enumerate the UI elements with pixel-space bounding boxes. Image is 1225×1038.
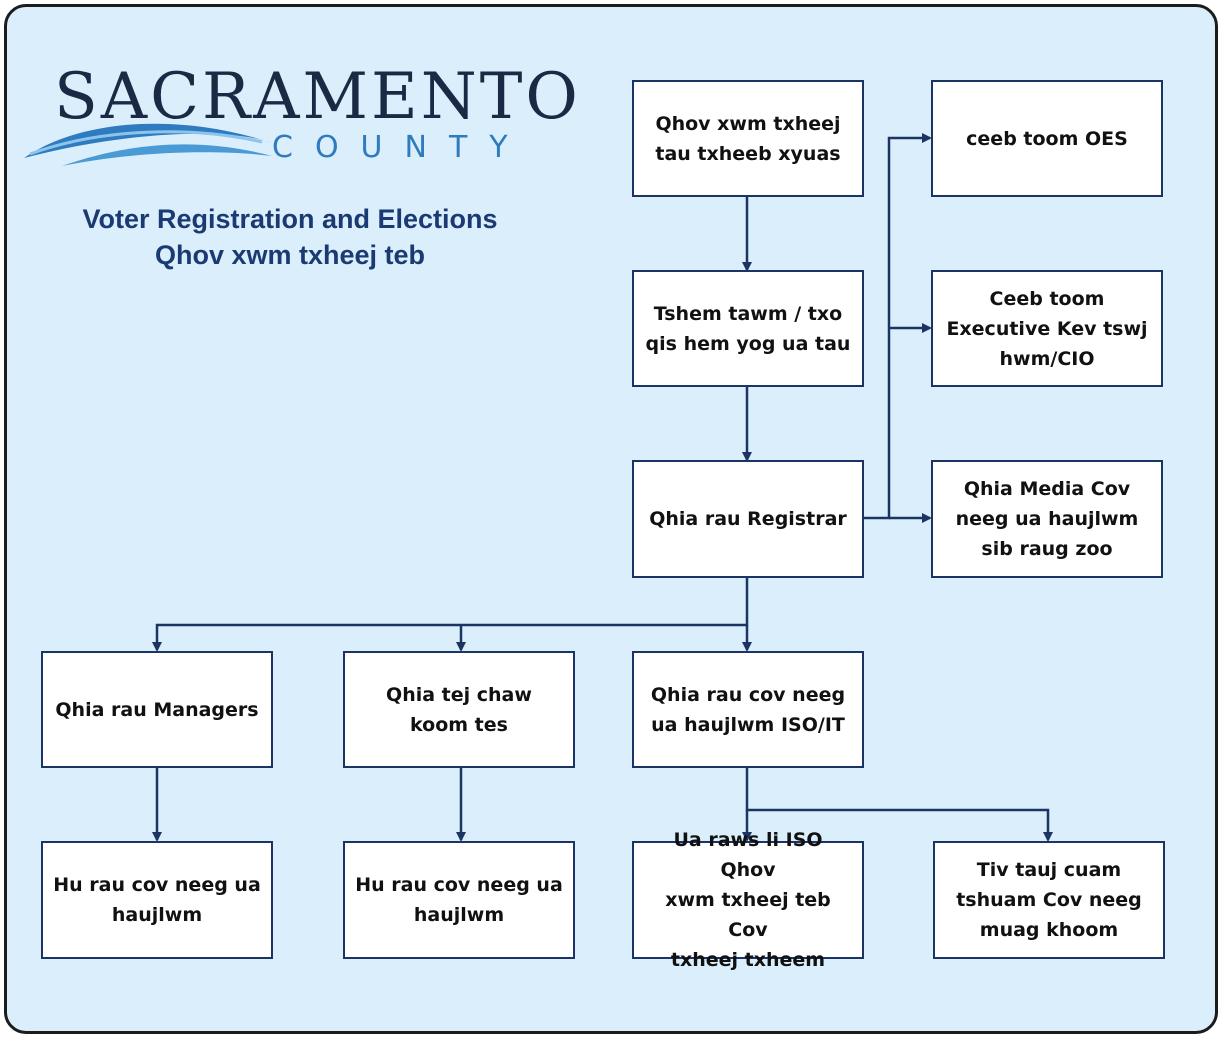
logo-wordmark: SACRAMENTO (54, 60, 581, 134)
notify-managers-box: Qhia rau Managers (41, 651, 273, 768)
staff-under-counsel-box: Hu rau cov neeg ua haujlwm (343, 841, 575, 959)
notify-county-counsel-box: Qhia tej chaw koom tes (343, 651, 575, 768)
contact-executive-cio-box: Ceeb toom Executive Kev tswj hwm/CIO (931, 270, 1163, 387)
sacramento-county-logo: SACRAMENTO COUNTY (22, 58, 578, 178)
incident-discovered-box: Qhov xwm txheej tau txheeb xyuas (632, 80, 864, 197)
assess-impact-box: Tshem tawm / txo qis hem yog ua tau (632, 270, 864, 387)
page-title: Voter Registration and Elections (82, 204, 498, 234)
contact-affected-people-box: Tiv tauj cuam tshuam Cov neeg muag khoom (933, 841, 1165, 959)
notify-iso-it-box: Qhia rau cov neeg ua haujlwm ISO/IT (632, 651, 864, 768)
contact-oes-box: ceeb toom OES (931, 80, 1163, 197)
logo-wave-icon (24, 123, 272, 166)
notify-registrar-box: Qhia rau Registrar (632, 460, 864, 578)
logo-county-word: COUNTY (272, 130, 530, 165)
staff-under-managers-box: Hu rau cov neeg ua haujlwm (41, 841, 273, 959)
page-subtitle: Qhov xwm txheej teb (154, 240, 426, 270)
follow-iso-plan-box: Ua raws li ISO Qhov xwm txheej teb Cov t… (632, 829, 864, 971)
arrow-registrar-to-managers (152, 578, 749, 652)
arrow-iso-to-contact (745, 768, 1053, 842)
notify-media-box: Qhia Media Cov neeg ua haujlwm sib raug … (931, 460, 1163, 578)
